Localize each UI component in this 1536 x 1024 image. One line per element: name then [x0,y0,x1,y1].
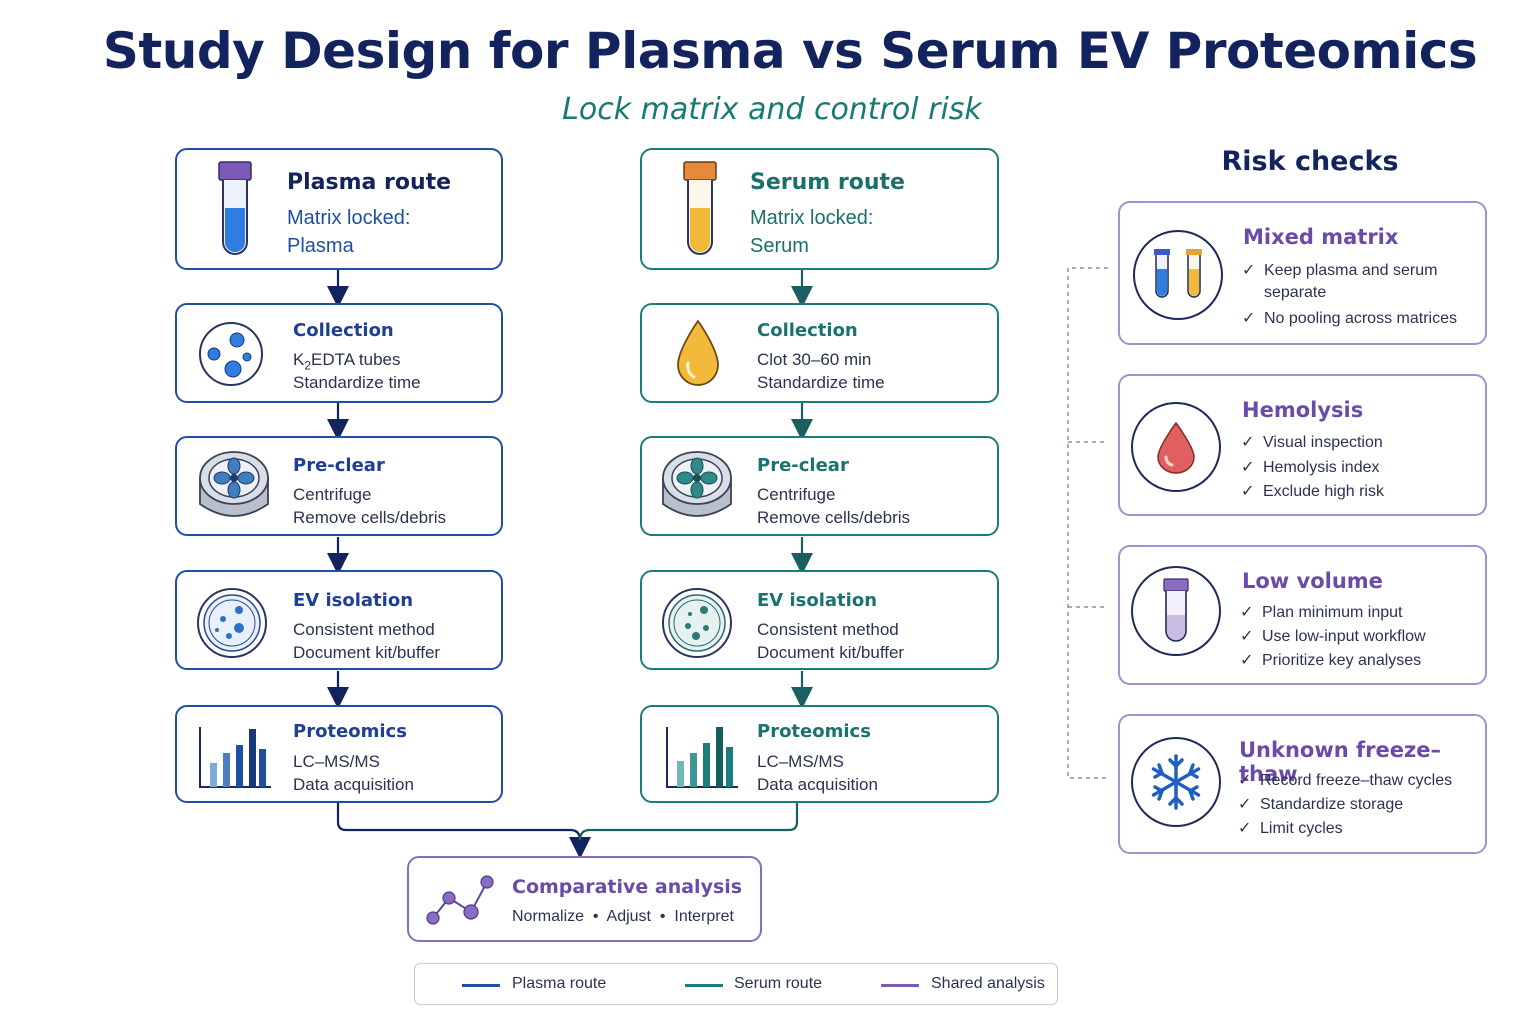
serum-step-proteomics: Proteomics LC–MS/MS Data acquisition [640,705,999,803]
step-line2: Document kit/buffer [293,643,441,662]
legend-swatch-shared [881,984,919,987]
risk-card-title: Mixed matrix [1243,225,1399,249]
plasma-route-title: Plasma route [287,170,452,195]
plasma-step-ev-isolation: EV isolation Consistent method Document … [175,570,503,670]
page-subtitle: Lock matrix and control risk [562,92,982,127]
page-title: Study Design for Plasma vs Serum EV Prot… [102,22,1478,80]
legend-swatch-serum [685,984,723,987]
risk-item-continued: separate [1264,284,1327,301]
step-line2: Document kit/buffer [757,643,905,662]
risk-card-title: Unknown freeze–thaw [1239,738,1441,786]
plasma-route-card: Plasma route Matrix locked: Plasma [175,148,503,270]
risk-card-freeze-thaw: Unknown freeze–thaw ✓Record freeze–thaw … [1118,714,1487,854]
centrifuge-icon [199,451,269,517]
risk-item: ✓Record freeze–thaw cycles [1238,772,1453,789]
step-title: EV isolation [757,590,878,611]
step-line1: Consistent method [293,620,435,639]
plasma-step-preclear: Pre-clear Centrifuge Remove cells/debris [175,436,503,536]
step-line2: Remove cells/debris [293,508,447,527]
risk-item: ✓Hemolysis index [1241,459,1380,476]
two-tubes-icon [1133,230,1223,320]
step-title: Proteomics [293,721,407,742]
bar-chart-icon [666,727,738,788]
step-line1: Consistent method [757,620,899,639]
risk-item: ✓Use low-input workflow [1240,628,1426,645]
step-title: Collection [757,320,858,341]
petri-dish-icon [197,588,267,658]
step-line1: Centrifuge [293,485,372,504]
step-title: EV isolation [293,590,414,611]
serum-step-preclear: Pre-clear Centrifuge Remove cells/debris [640,436,999,536]
snowflake-icon [1131,737,1221,827]
comparative-analysis-card: Comparative analysis Normalize • Adjust … [407,856,762,942]
petri-dish-icon [662,588,732,658]
bar-chart-icon [199,727,271,788]
step-line1: K2EDTA tubes [293,350,401,373]
comparative-items: Normalize • Adjust • Interpret [512,908,734,925]
plasma-route-line1: Matrix locked: [287,207,411,229]
legend-label-shared: Shared analysis [931,975,1045,992]
risk-card-title: Low volume [1242,569,1383,593]
step-line2: Standardize time [293,373,421,392]
cells-icon [199,322,263,386]
risk-item: ✓Keep plasma and serum [1242,262,1438,279]
risk-item: ✓Limit cycles [1238,820,1343,837]
plasma-tube-icon [218,161,252,255]
plasma-step-proteomics: Proteomics LC–MS/MS Data acquisition [175,705,503,803]
risk-item: ✓Plan minimum input [1240,604,1403,621]
risk-card-title: Hemolysis [1242,398,1364,422]
serum-step-collection: Collection Clot 30–60 min Standardize ti… [640,303,999,403]
serum-route-line2: Serum [750,235,809,257]
blood-drop-icon [1131,402,1221,492]
legend-label-plasma: Plasma route [512,975,607,992]
risk-item: ✓Standardize storage [1238,796,1404,813]
step-line1: Centrifuge [757,485,836,504]
risk-item: ✓Prioritize key analyses [1240,652,1422,669]
step-line1: LC–MS/MS [757,752,844,771]
serum-tube-icon [683,161,717,255]
risk-card-low-volume: Low volume ✓Plan minimum input ✓Use low-… [1118,545,1487,685]
serum-route-card: Serum route Matrix locked: Serum [640,148,999,270]
step-line2: Remove cells/debris [757,508,911,527]
step-title: Pre-clear [293,455,385,476]
risk-item: ✓No pooling across matrices [1242,310,1457,327]
serum-route-title: Serum route [750,170,905,195]
step-title: Proteomics [757,721,871,742]
step-title: Pre-clear [757,455,849,476]
serum-step-ev-isolation: EV isolation Consistent method Document … [640,570,999,670]
step-line1: LC–MS/MS [293,752,380,771]
plasma-route-line2: Plasma [287,235,354,257]
network-icon [426,875,494,925]
risk-item: ✓Visual inspection [1241,434,1383,451]
risk-checks-title: Risk checks [1221,146,1399,177]
plasma-step-collection: Collection K2EDTA tubes Standardize time [175,303,503,403]
centrifuge-icon [662,451,732,517]
risk-card-hemolysis: Hemolysis ✓Visual inspection ✓Hemolysis … [1118,374,1487,516]
step-line1: Clot 30–60 min [757,350,872,369]
serum-route-line1: Matrix locked: [750,207,874,229]
legend: Plasma route Serum route Shared analysis [414,963,1058,1005]
step-line2: Data acquisition [757,775,878,794]
step-title: Collection [293,320,394,341]
step-line2: Data acquisition [293,775,414,794]
small-tube-icon [1131,566,1221,656]
legend-label-serum: Serum route [734,975,823,992]
risk-item: ✓Exclude high risk [1241,483,1384,500]
legend-swatch-plasma [462,984,500,987]
drop-icon [677,319,719,386]
step-line2: Standardize time [757,373,885,392]
comparative-title: Comparative analysis [512,876,743,898]
risk-card-mixed-matrix: Mixed matrix ✓Keep plasma and serum sepa… [1118,201,1487,345]
